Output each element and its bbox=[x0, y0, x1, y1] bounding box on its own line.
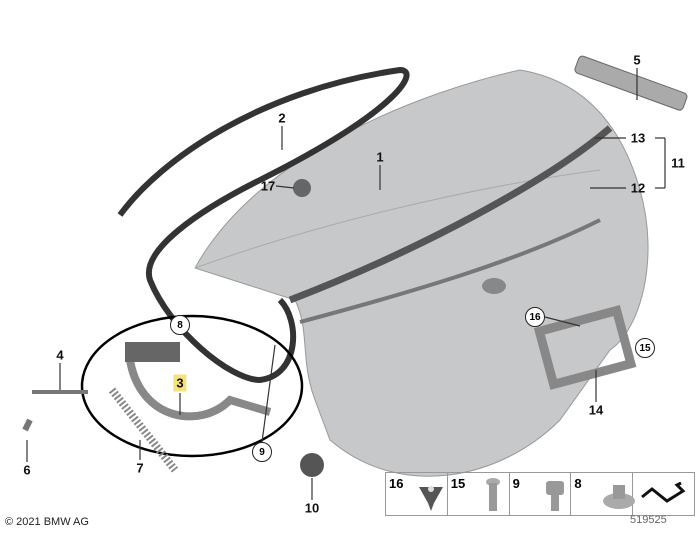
legend-item-15: 15 bbox=[448, 473, 510, 515]
legend-arrow-cell bbox=[633, 473, 694, 515]
legend-item-16: 16 bbox=[386, 473, 448, 515]
callout-5: 5 bbox=[633, 52, 641, 68]
legend-item-9: 9 bbox=[510, 473, 572, 515]
trunk-lid bbox=[194, 69, 649, 477]
legend-label: 8 bbox=[574, 476, 582, 491]
legend-item-8: 8 bbox=[571, 473, 636, 515]
legend-label: 9 bbox=[512, 476, 520, 491]
callout-15: 15 bbox=[635, 338, 655, 358]
callout-3-highlighted[interactable]: 3 bbox=[173, 374, 187, 392]
callout-2: 2 bbox=[278, 110, 286, 126]
clip-icon bbox=[419, 486, 443, 511]
legend-label: 16 bbox=[389, 476, 404, 491]
callout-7: 7 bbox=[136, 460, 144, 476]
fastener-legend: 16 15 9 8 bbox=[385, 472, 695, 516]
callout-12: 12 bbox=[630, 180, 646, 196]
callout-4: 4 bbox=[56, 347, 64, 363]
callout-13: 13 bbox=[630, 130, 646, 146]
spoiler bbox=[288, 125, 613, 304]
callout-11: 11 bbox=[671, 155, 685, 171]
screw-icon bbox=[485, 478, 500, 511]
callout-16: 16 bbox=[525, 307, 545, 327]
legend-label: 15 bbox=[450, 476, 466, 491]
callout-14: 14 bbox=[588, 402, 604, 418]
callout-10: 10 bbox=[304, 500, 320, 516]
diagram-number: 519525 bbox=[630, 514, 667, 526]
arrow-icon bbox=[641, 481, 686, 503]
bolt-icon bbox=[545, 481, 564, 511]
copyright: © 2021 BMW AG bbox=[5, 516, 89, 528]
callout-9: 9 bbox=[252, 442, 272, 462]
hinge-group-ellipse bbox=[80, 314, 304, 458]
callout-1: 1 bbox=[376, 149, 384, 165]
callout-8: 8 bbox=[170, 315, 190, 335]
callout-6: 6 bbox=[23, 462, 31, 478]
seal bbox=[117, 66, 410, 384]
callout-17: 17 bbox=[260, 178, 276, 194]
nut-icon bbox=[603, 485, 636, 509]
